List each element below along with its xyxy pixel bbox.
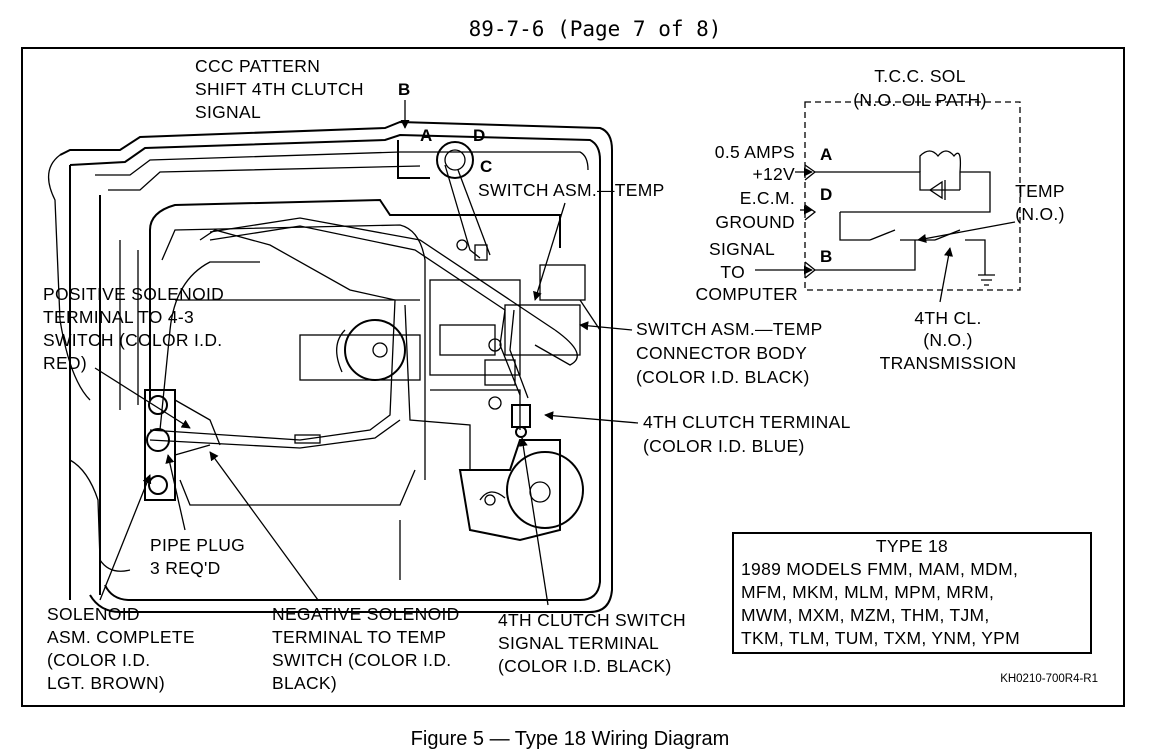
pin-b-label: B <box>820 247 832 266</box>
pin-a-label: A <box>820 145 832 164</box>
negative-solenoid-line1: NEGATIVE SOLENOID <box>272 604 460 624</box>
drawing-code: KH0210-700R4-R1 <box>1000 673 1098 685</box>
positive-solenoid-line3: SWITCH (COLOR I.D. <box>43 330 222 350</box>
negative-solenoid-line2: TERMINAL TO TEMP <box>272 627 446 647</box>
solenoid-asm-line2: ASM. COMPLETE <box>47 627 195 647</box>
clutch-terminal-line2: (COLOR I.D. BLUE) <box>643 436 805 456</box>
page-header: 89-7-6 (Page 7 of 8) <box>469 17 722 41</box>
signal-label: SIGNAL <box>709 239 775 259</box>
cl-label: 4TH CL. <box>914 308 981 328</box>
to-label: TO <box>720 262 745 282</box>
clutch-switch-line3: (COLOR I.D. BLACK) <box>498 656 672 676</box>
transmission-label: TRANSMISSION <box>880 353 1017 373</box>
computer-label: COMPUTER <box>695 284 798 304</box>
pattern-line1: CCC PATTERN <box>195 56 320 76</box>
negative-solenoid-line3: SWITCH (COLOR I.D. <box>272 650 451 670</box>
schematic: T.C.C. SOL (N.O. OIL PATH) 0.5 AMPS +12V… <box>695 66 1064 373</box>
tcc-oil-path-label: (N.O. OIL PATH) <box>853 90 987 110</box>
pin-d-label: D <box>820 185 832 204</box>
solenoid-asm-line1: SOLENOID <box>47 604 140 624</box>
type-box-title: TYPE 18 <box>876 536 948 556</box>
connector-pin-a: A <box>420 126 432 145</box>
ecm-label: E.C.M. <box>740 188 795 208</box>
ground-label: GROUND <box>715 212 795 232</box>
type-box-row-3: MWM, MXM, MZM, THM, TJM, <box>741 605 990 625</box>
transmission-drawing <box>48 120 613 613</box>
type-box <box>732 532 1092 654</box>
switch-asm-temp-label: SWITCH ASM.—TEMP <box>478 180 665 200</box>
tcc-solenoid-box <box>804 101 1021 291</box>
pattern-line3: SIGNAL <box>195 102 261 122</box>
positive-solenoid-line1: POSITIVE SOLENOID <box>43 284 224 304</box>
clutch-terminal-line1: 4TH CLUTCH TERMINAL <box>643 412 851 432</box>
amps-label: 0.5 AMPS <box>715 142 795 162</box>
solenoid-asm-line3: (COLOR I.D. <box>47 650 150 670</box>
pattern-line2: SHIFT 4TH CLUTCH <box>195 79 364 99</box>
clutch-switch-line1: 4TH CLUTCH SWITCH <box>498 610 686 630</box>
pipe-plug-line2: 3 REQ'D <box>150 558 221 578</box>
connector-pin-b: B <box>398 80 410 99</box>
tcc-sol-label: T.C.C. SOL <box>874 66 966 86</box>
connector-pin-d: D <box>473 126 485 145</box>
type-box-row-1: 1989 MODELS FMM, MAM, MDM, <box>741 559 1018 579</box>
pipe-plug-line1: PIPE PLUG <box>150 535 245 555</box>
clutch-switch-line2: SIGNAL TERMINAL <box>498 633 659 653</box>
temp-no-label: (N.O.) <box>1015 204 1064 224</box>
connector-body-line1: SWITCH ASM.—TEMP <box>636 319 823 339</box>
temp-label: TEMP <box>1015 181 1065 201</box>
negative-solenoid-line4: BLACK) <box>272 673 337 693</box>
connector-body-line2: CONNECTOR BODY <box>636 343 807 363</box>
cl-no-label: (N.O.) <box>923 330 972 350</box>
type-box-row-4: TKM, TLM, TUM, TXM, YNM, YPM <box>741 628 1020 648</box>
figure-frame <box>21 47 1125 707</box>
volt-label: +12V <box>752 164 795 184</box>
type-box-row-2: MFM, MKM, MLM, MPM, MRM, <box>741 582 994 602</box>
positive-solenoid-line4: RED) <box>43 353 87 373</box>
connector-pin-c: C <box>480 157 492 176</box>
figure-caption: Figure 5 — Type 18 Wiring Diagram <box>411 728 730 750</box>
positive-solenoid-line2: TERMINAL TO 4-3 <box>43 307 194 327</box>
solenoid-asm-line4: LGT. BROWN) <box>47 673 165 693</box>
connector-body-line3: (COLOR I.D. BLACK) <box>636 367 810 387</box>
